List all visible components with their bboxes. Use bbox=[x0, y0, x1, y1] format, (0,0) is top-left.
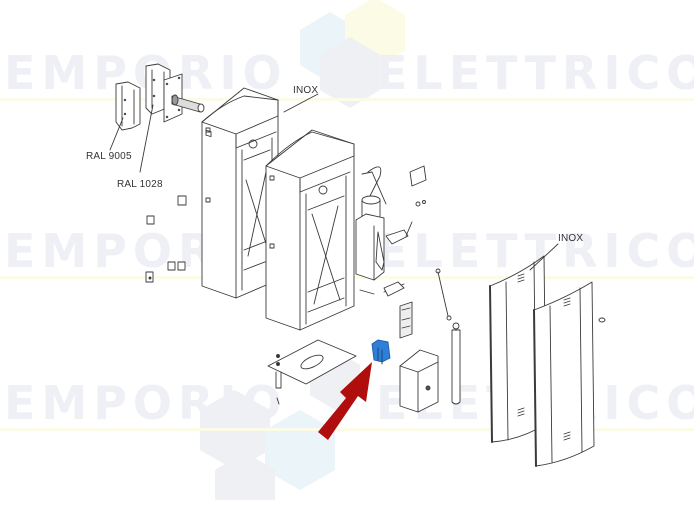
leader-inox-top bbox=[283, 93, 319, 113]
label-inox-right: INOX bbox=[558, 233, 584, 244]
watermark-underline bbox=[0, 98, 694, 101]
bracket-ral-9005 bbox=[115, 81, 141, 131]
control-board bbox=[399, 301, 413, 339]
cabinet-front bbox=[265, 129, 355, 331]
leader-ral-9005 bbox=[109, 117, 124, 151]
base-plate bbox=[267, 339, 357, 405]
shaft bbox=[171, 94, 205, 113]
watermark-left-bottom: EMPORIO bbox=[4, 376, 288, 430]
watermark-underline bbox=[0, 428, 694, 431]
control-box bbox=[399, 349, 439, 413]
piston-rod bbox=[435, 268, 461, 405]
leader-ral-1028 bbox=[139, 104, 154, 173]
watermark-left-top: EMPORIO bbox=[4, 46, 288, 100]
indicator-arrow bbox=[318, 362, 372, 440]
watermark-right-top: ELETTRICO bbox=[376, 46, 694, 100]
label-ral-1028: RAL 1028 bbox=[117, 179, 163, 190]
label-inox-top: INOX bbox=[293, 85, 319, 96]
small-nut bbox=[598, 317, 606, 323]
side-panel-front bbox=[533, 281, 595, 467]
label-ral-9005: RAL 9005 bbox=[86, 151, 132, 162]
small-clips bbox=[145, 195, 187, 283]
leader-inox-right bbox=[529, 243, 559, 271]
bracket-top bbox=[409, 165, 427, 187]
motor-assembly bbox=[355, 166, 413, 297]
highlighted-part[interactable] bbox=[371, 339, 391, 365]
